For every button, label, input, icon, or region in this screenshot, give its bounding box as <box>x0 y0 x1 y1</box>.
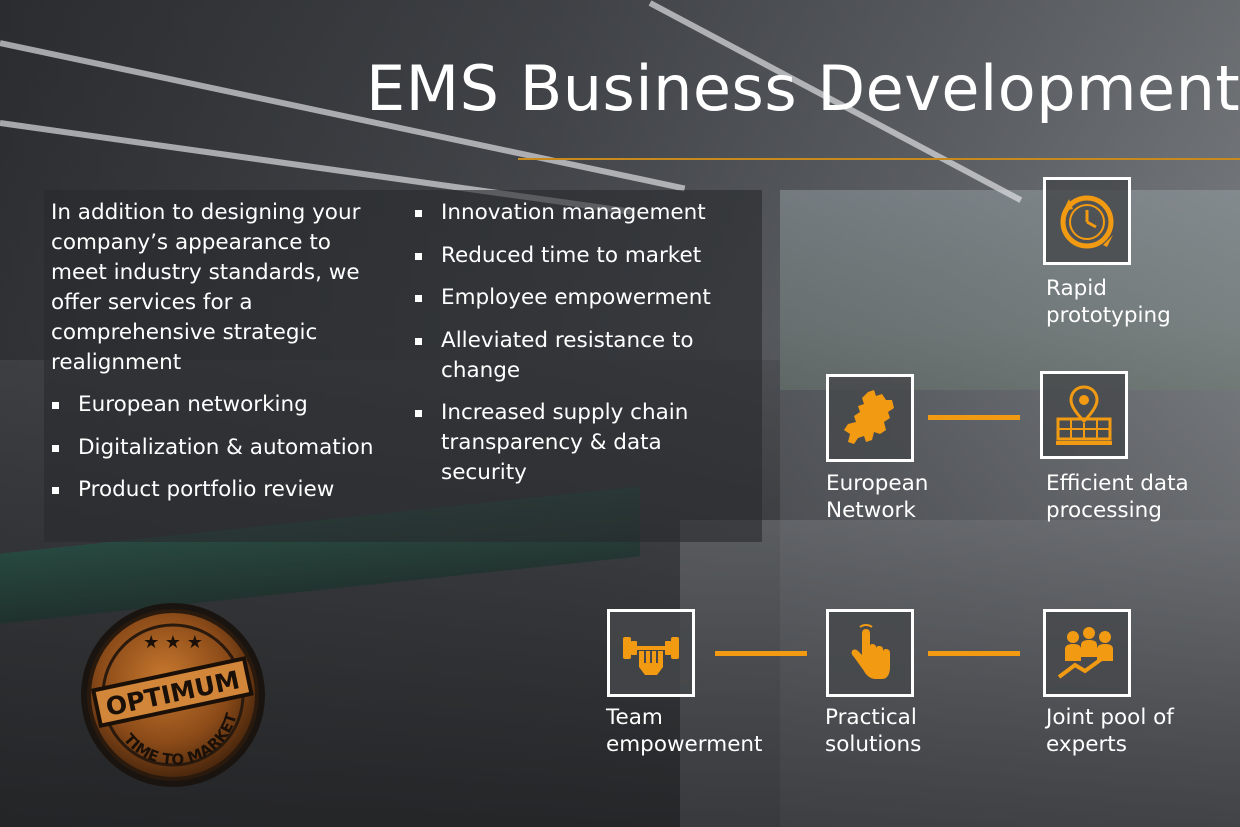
label-line: Network <box>826 498 916 523</box>
list-item: Reduced time to market <box>413 241 743 271</box>
joint-pool-label: Joint pool of experts <box>1046 704 1174 758</box>
practical-solutions-tile <box>826 609 914 697</box>
text-panel <box>44 190 762 542</box>
label-line: Rapid <box>1046 276 1107 301</box>
bullet-list-left: European networking Digitalization & aut… <box>50 390 420 518</box>
list-item: Increased supply chain transparency & da… <box>413 398 743 488</box>
list-item: Digitalization & automation <box>50 433 420 463</box>
europe-map-icon <box>844 390 894 444</box>
clock-icon <box>1060 195 1114 249</box>
intro-paragraph: In addition to designing your company’s … <box>51 200 361 375</box>
connector-line <box>928 415 1020 420</box>
background-floor <box>680 520 1240 827</box>
connector-line <box>715 651 807 656</box>
label-line: Efficient data <box>1046 471 1189 496</box>
pointing-hand-icon <box>851 624 890 679</box>
joint-pool-tile <box>1043 609 1131 697</box>
rapid-prototyping-tile <box>1043 177 1131 265</box>
label-line: empowerment <box>606 732 763 757</box>
label-line: prototyping <box>1046 303 1171 328</box>
european-network-tile <box>826 374 914 462</box>
list-item: Product portfolio review <box>50 475 420 505</box>
map-pin-grid-icon <box>1056 385 1112 445</box>
optimum-time-to-market-badge: ★ ★ ★ OPTIMUM TIME TO MARKET <box>81 603 265 787</box>
team-empowerment-tile <box>607 609 695 697</box>
label-line: Team <box>606 705 663 730</box>
label-line: European <box>826 471 929 496</box>
label-line: processing <box>1046 498 1162 523</box>
title-underline <box>518 158 1240 160</box>
label-line: Practical <box>825 705 917 730</box>
fist-dumbbell-icon <box>623 637 679 675</box>
rapid-prototyping-label: Rapid prototyping <box>1046 275 1171 329</box>
team-empowerment-label: Team empowerment <box>606 704 762 758</box>
list-item: European networking <box>50 390 420 420</box>
label-line: solutions <box>825 732 922 757</box>
page-title: EMS Business Development <box>366 52 1240 125</box>
connector-line <box>928 651 1020 656</box>
practical-solutions-label: Practical solutions <box>825 704 921 758</box>
list-item: Employee empowerment <box>413 283 743 313</box>
list-item: Alleviated resistance to change <box>413 326 743 386</box>
team-growth-icon <box>1057 627 1113 679</box>
european-network-label: European Network <box>826 470 928 524</box>
bullet-list-right: Innovation management Reduced time to ma… <box>413 198 743 501</box>
label-line: experts <box>1046 732 1127 757</box>
badge-stars: ★ ★ ★ <box>143 632 203 653</box>
efficient-data-label: Efficient data processing <box>1046 470 1189 524</box>
efficient-data-tile <box>1040 371 1128 459</box>
list-item: Innovation management <box>413 198 743 228</box>
label-line: Joint pool of <box>1046 705 1174 730</box>
background-window <box>780 190 1240 390</box>
